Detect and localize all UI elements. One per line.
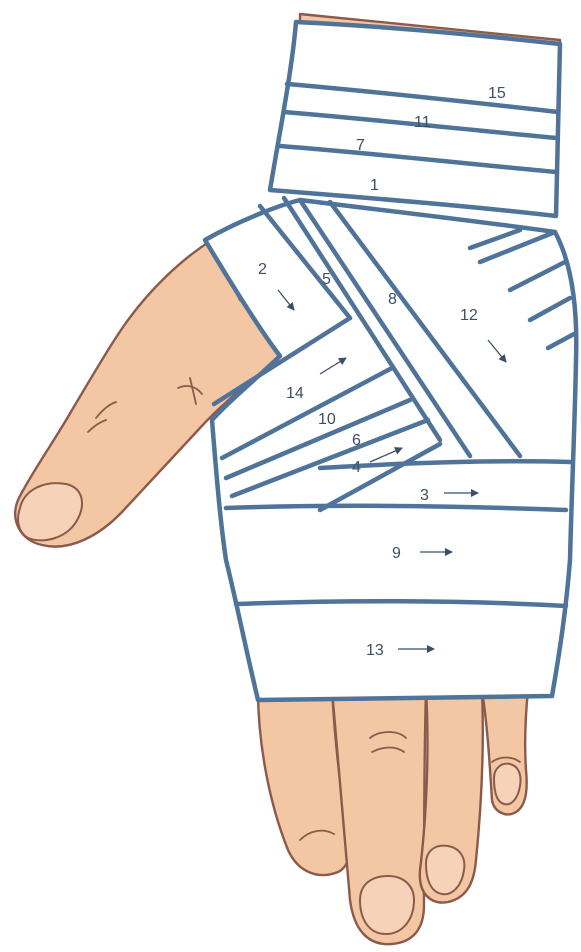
label-7: 7	[356, 137, 365, 154]
label-15: 15	[488, 85, 506, 102]
label-8: 8	[388, 291, 397, 308]
label-9: 9	[392, 545, 401, 562]
label-11: 11	[414, 114, 431, 131]
label-5: 5	[322, 271, 331, 288]
label-2: 2	[258, 261, 267, 278]
fingers	[258, 690, 528, 944]
label-13: 13	[366, 642, 384, 659]
nail-ring	[426, 846, 464, 895]
label-3: 3	[420, 487, 429, 504]
nail-middle	[360, 876, 414, 934]
label-6: 6	[352, 432, 361, 449]
nail-little	[494, 764, 521, 805]
label-4: 4	[352, 459, 361, 476]
label-10: 10	[318, 411, 336, 428]
label-14: 14	[286, 385, 304, 402]
label-12: 12	[460, 307, 478, 324]
label-1: 1	[370, 177, 379, 194]
